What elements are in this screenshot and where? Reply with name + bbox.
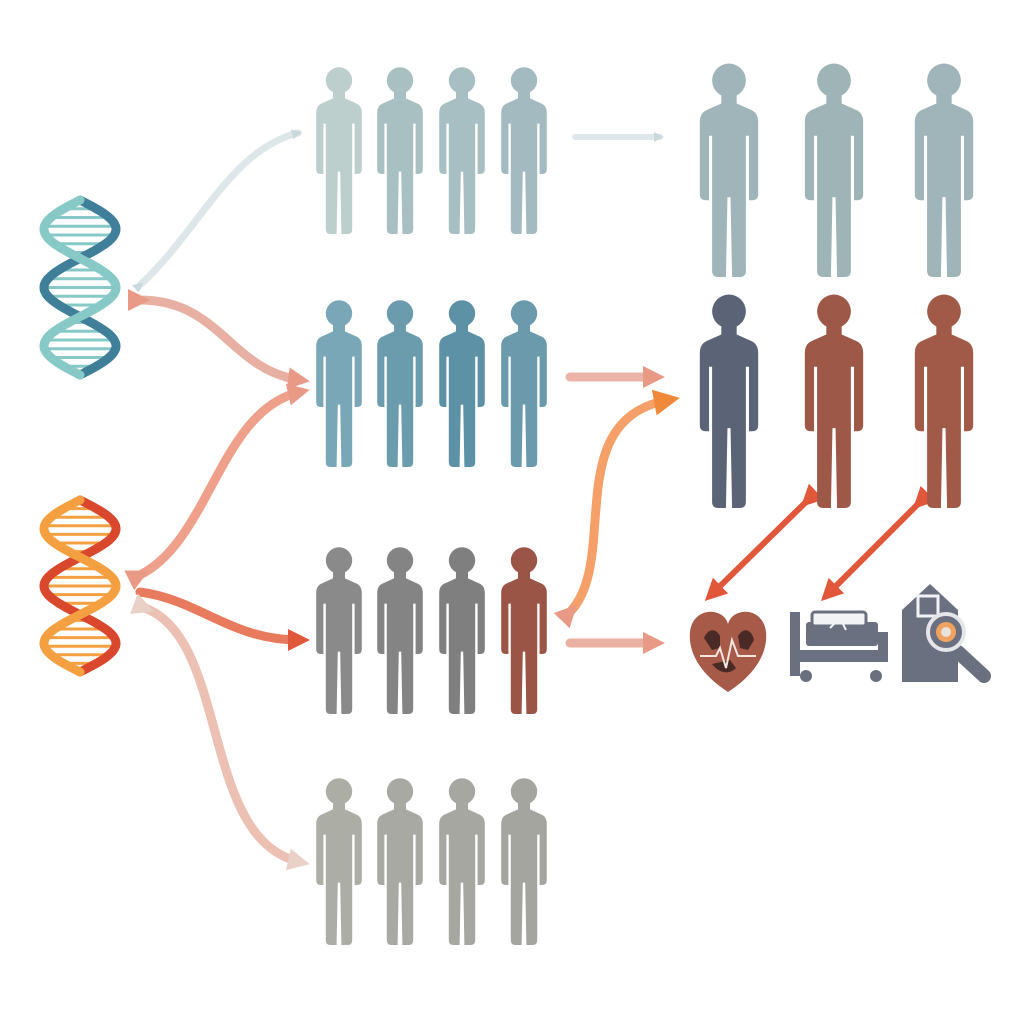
dna-strand: [39, 195, 121, 380]
outcome-icons: [689, 584, 991, 692]
dna-layer: [39, 195, 121, 677]
hospital-bed-icon: [790, 610, 888, 682]
group-row-3: [316, 547, 547, 714]
person-figure: [804, 294, 864, 508]
lab-scan-icon: [902, 584, 991, 683]
arrow-dna-teal-to-row2: [127, 288, 310, 390]
person-figure: [501, 547, 547, 714]
dna-strand: [39, 495, 121, 677]
person-figure: [804, 63, 864, 277]
heart-ecg-icon: [689, 611, 767, 692]
outcome-row-mid: [699, 294, 974, 508]
dna-strand: [39, 495, 121, 677]
group-row-2: [316, 300, 547, 467]
dna-helix-teal: [39, 195, 121, 380]
person-figure: [501, 300, 547, 467]
person-figure: [699, 63, 759, 277]
person-figure: [439, 67, 485, 234]
person-figure: [377, 778, 423, 945]
arrow-outcome-brown2-to-bed: [820, 485, 937, 602]
dna-helix-orange: [39, 495, 121, 677]
person-figure: [501, 778, 547, 945]
person-figure: [377, 300, 423, 467]
dna-strand: [39, 195, 121, 380]
group-row-1: [316, 67, 547, 234]
person-figure: [439, 300, 485, 467]
person-figure: [699, 294, 759, 508]
arrow-dna-orange-to-row2: [124, 383, 310, 591]
people-layer: [316, 63, 974, 945]
person-figure: [439, 778, 485, 945]
arrows: [124, 129, 937, 871]
person-figure: [316, 547, 362, 714]
person-figure: [501, 67, 547, 234]
person-figure: [914, 63, 974, 277]
arrow-outcome-brown1-to-heart: [704, 483, 825, 601]
group-row-4: [316, 778, 547, 945]
person-figure: [377, 67, 423, 234]
person-figure: [377, 547, 423, 714]
person-figure: [316, 67, 362, 234]
arrow-row3-to-outcome-mid: [553, 389, 680, 629]
person-figure: [914, 294, 974, 508]
outcome-row-top: [699, 63, 974, 277]
person-figure: [439, 547, 485, 714]
person-figure: [316, 300, 362, 467]
person-figure: [316, 778, 362, 945]
arrow-dna-orange-to-row4: [129, 593, 310, 871]
arrow-dna-teal-to-row1: [132, 129, 302, 293]
